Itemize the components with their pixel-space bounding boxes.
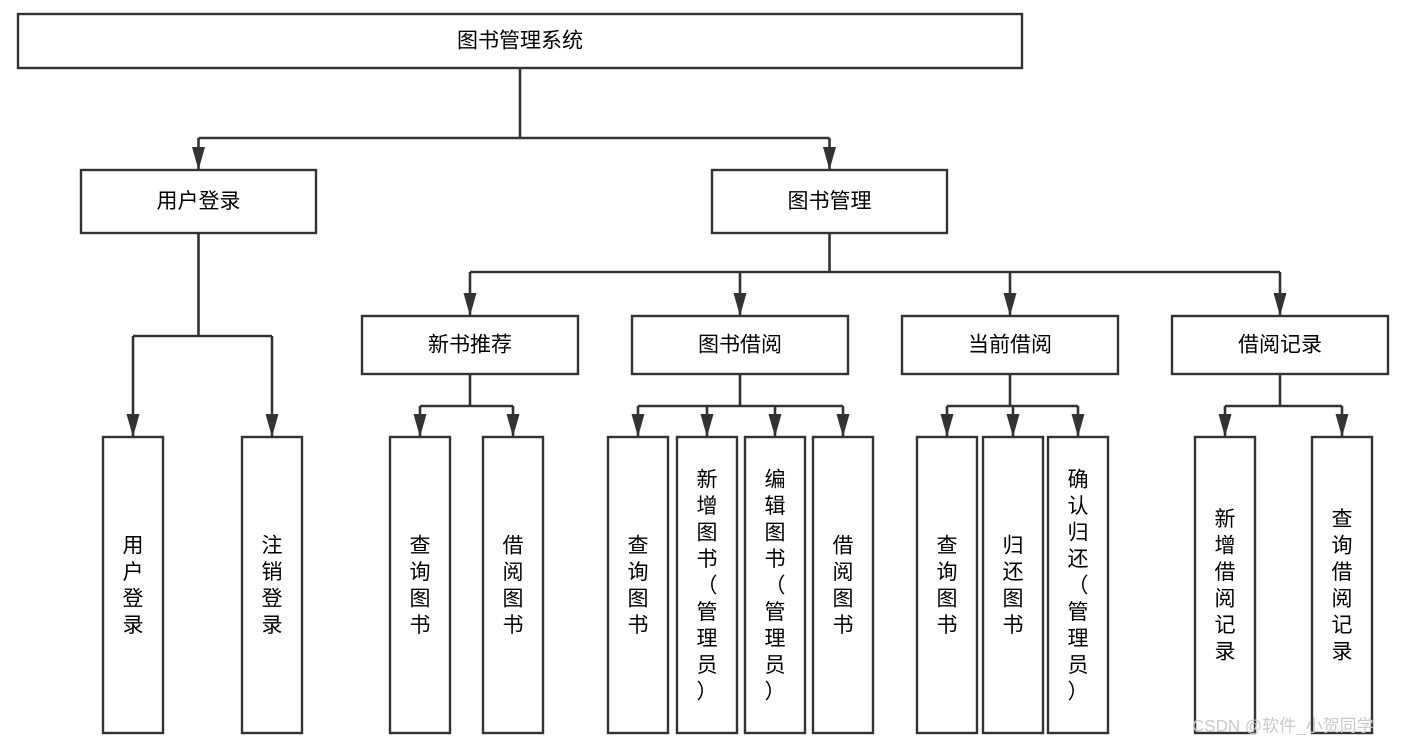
node-box-leaf-return-book[interactable]: [981, 435, 1045, 735]
node-box-leaf-borrow-book-rec[interactable]: [481, 435, 545, 735]
node-label-root: 图书管理系统: [457, 30, 583, 53]
node-box-leaf-add-book[interactable]: [675, 435, 739, 735]
arrow-head: [768, 414, 782, 437]
arrow-head: [1218, 414, 1232, 437]
arrow-head: [265, 414, 279, 437]
node-box-leaf-user-login[interactable]: [101, 435, 165, 735]
arrow-head: [1071, 414, 1085, 437]
node-box-user-login[interactable]: [79, 168, 318, 235]
node-label-user-login: 用户登录: [157, 190, 241, 213]
node-label-current-borrow: 当前借阅: [968, 334, 1052, 357]
node-box-leaf-borrow-book[interactable]: [811, 435, 875, 735]
node-box-leaf-query-book-current[interactable]: [915, 435, 979, 735]
arrow-head: [836, 414, 850, 437]
node-label-book-management: 图书管理: [788, 190, 872, 213]
node-label-leaf-add-book: 新增图书（管理员）: [697, 468, 718, 703]
connector-lines: [126, 68, 1349, 437]
node-label-leaf-edit-book: 编辑图书（管理员）: [765, 468, 786, 703]
node-book-borrow[interactable]: 图书借阅: [630, 314, 850, 376]
arrow-head: [1003, 293, 1017, 316]
arrow-head: [1006, 414, 1020, 437]
arrow-head: [823, 147, 836, 170]
node-label-leaf-logout: 注销登录: [262, 535, 283, 638]
node-leaf-query-book-borrow[interactable]: 查询图书: [606, 435, 670, 735]
node-label-book-borrow: 图书借阅: [698, 334, 782, 357]
node-leaf-add-book[interactable]: 新增图书（管理员）: [675, 435, 739, 735]
node-box-root[interactable]: [16, 12, 1024, 70]
node-leaf-borrow-book-rec[interactable]: 借阅图书: [481, 435, 545, 735]
node-leaf-query-book-rec[interactable]: 查询图书: [388, 435, 452, 735]
node-label-leaf-add-borrow-record: 新增借阅记录: [1215, 508, 1236, 664]
node-new-book-recommend[interactable]: 新书推荐: [360, 314, 580, 376]
node-box-current-borrow[interactable]: [900, 314, 1120, 376]
node-label-borrow-record: 借阅记录: [1238, 334, 1322, 357]
node-label-leaf-borrow-book: 借阅图书: [833, 535, 854, 638]
node-label-leaf-return-book: 归还图书: [1003, 535, 1024, 638]
arrow-head: [1273, 293, 1287, 316]
arrow-head: [192, 147, 205, 170]
node-label-leaf-user-login: 用户登录: [123, 535, 144, 638]
node-box-book-management[interactable]: [710, 168, 949, 235]
node-leaf-query-book-current[interactable]: 查询图书: [915, 435, 979, 735]
node-current-borrow[interactable]: 当前借阅: [900, 314, 1120, 376]
node-book-management[interactable]: 图书管理: [710, 168, 949, 235]
arrow-head: [506, 414, 520, 437]
node-leaf-borrow-book[interactable]: 借阅图书: [811, 435, 875, 735]
arrow-head: [940, 414, 954, 437]
node-label-leaf-query-book-current: 查询图书: [937, 535, 958, 638]
arrow-head: [631, 414, 645, 437]
node-leaf-return-book[interactable]: 归还图书: [981, 435, 1045, 735]
node-box-book-borrow[interactable]: [630, 314, 850, 376]
node-leaf-query-borrow-record[interactable]: 查询借阅记录: [1310, 435, 1374, 735]
node-label-new-book-recommend: 新书推荐: [428, 334, 512, 357]
node-leaf-add-borrow-record[interactable]: 新增借阅记录: [1193, 435, 1257, 735]
node-box-leaf-query-book-rec[interactable]: [388, 435, 452, 735]
arrow-head: [126, 414, 140, 437]
node-leaf-user-login[interactable]: 用户登录: [101, 435, 165, 735]
node-label-leaf-borrow-book-rec: 借阅图书: [503, 535, 524, 638]
arrow-head: [413, 414, 427, 437]
arrow-head: [463, 293, 477, 316]
node-leaf-confirm-return[interactable]: 确认归还（管理员）: [1046, 435, 1110, 735]
node-label-leaf-query-borrow-record: 查询借阅记录: [1332, 508, 1353, 664]
node-boxes: 图书管理系统用户登录图书管理新书推荐图书借阅当前借阅借阅记录用户登录注销登录查询…: [16, 12, 1390, 735]
arrow-head: [700, 414, 714, 437]
node-box-leaf-query-borrow-record[interactable]: [1310, 435, 1374, 735]
arrow-head: [1335, 414, 1349, 437]
node-user-login[interactable]: 用户登录: [79, 168, 318, 235]
node-box-leaf-query-book-borrow[interactable]: [606, 435, 670, 735]
node-root[interactable]: 图书管理系统: [16, 12, 1024, 70]
csdn-watermark: CSDN @软件_小贺同学: [1192, 716, 1374, 735]
node-label-leaf-query-book-borrow: 查询图书: [628, 535, 649, 638]
arrow-head: [733, 293, 747, 316]
node-box-new-book-recommend[interactable]: [360, 314, 580, 376]
node-label-leaf-confirm-return: 确认归还（管理员）: [1068, 468, 1089, 703]
node-borrow-record[interactable]: 借阅记录: [1170, 314, 1390, 376]
node-box-leaf-add-borrow-record[interactable]: [1193, 435, 1257, 735]
node-box-borrow-record[interactable]: [1170, 314, 1390, 376]
node-leaf-edit-book[interactable]: 编辑图书（管理员）: [743, 435, 807, 735]
node-leaf-logout[interactable]: 注销登录: [240, 435, 304, 735]
node-label-leaf-query-book-rec: 查询图书: [410, 535, 431, 638]
node-box-leaf-edit-book[interactable]: [743, 435, 807, 735]
node-box-leaf-logout[interactable]: [240, 435, 304, 735]
node-box-leaf-confirm-return[interactable]: [1046, 435, 1110, 735]
